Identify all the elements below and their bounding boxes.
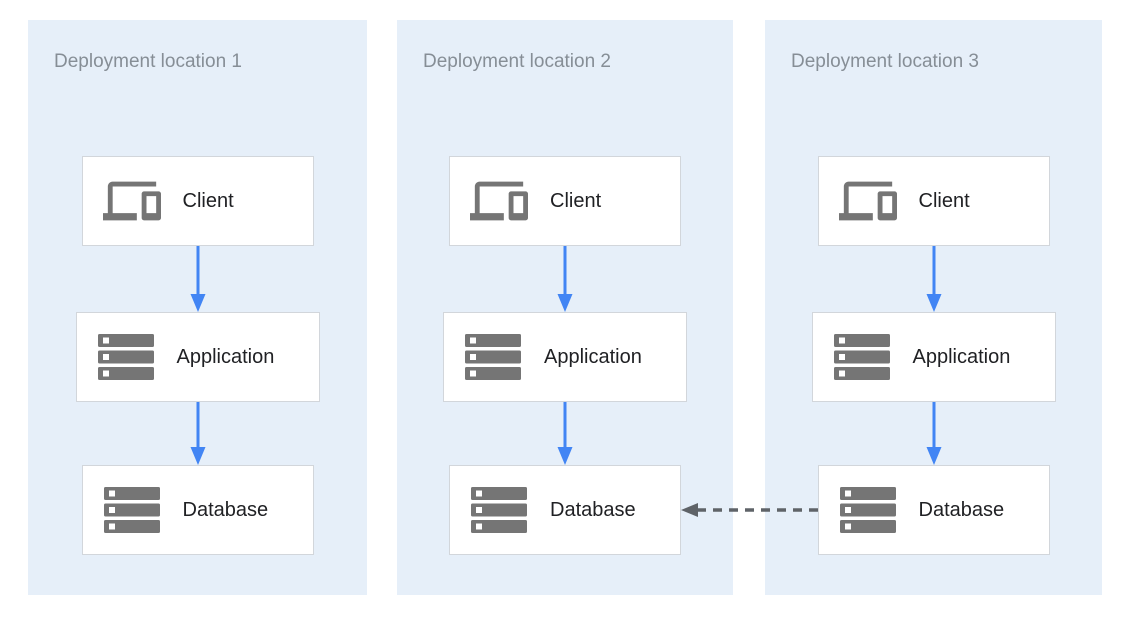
server-stack-icon	[832, 329, 892, 385]
node-label: Application	[176, 345, 275, 368]
node-label: Application	[912, 345, 1011, 368]
arrow-application-to-database	[190, 402, 205, 465]
panel-title: Deployment location 1	[54, 51, 242, 72]
arrow-application-to-database	[926, 402, 941, 465]
server-stack-icon	[838, 482, 898, 538]
database-node: Database	[817, 465, 1050, 555]
arrow-client-to-application	[926, 246, 941, 312]
node-label: Application	[544, 345, 642, 368]
server-stack-icon	[469, 482, 529, 538]
deployment-panel-3: Deployment location 3 Client Application	[765, 20, 1102, 595]
node-label: Database	[550, 498, 636, 521]
arrow-application-to-database	[557, 402, 573, 465]
node-label: Database	[918, 498, 1005, 521]
client-node: Client	[817, 156, 1050, 246]
arrow-client-to-application	[557, 246, 573, 312]
node-label: Client	[918, 189, 970, 212]
node-label: Database	[182, 498, 269, 521]
server-stack-icon	[463, 329, 523, 385]
application-node: Application	[443, 312, 687, 402]
node-label: Client	[182, 189, 234, 212]
deployment-panel-1: Deployment location 1 Client Application	[28, 20, 367, 595]
application-node: Application	[75, 312, 320, 402]
deployment-panel-2: Deployment location 2 Client Application	[397, 20, 733, 595]
database-node: Database	[81, 465, 314, 555]
devices-icon	[838, 173, 898, 229]
arrow-database3-to-database2	[681, 503, 818, 517]
application-node: Application	[811, 312, 1056, 402]
client-node: Client	[81, 156, 314, 246]
devices-icon	[102, 173, 162, 229]
panel-title: Deployment location 2	[423, 51, 611, 72]
arrow-client-to-application	[190, 246, 205, 312]
panel-title: Deployment location 3	[791, 51, 979, 72]
server-stack-icon	[102, 482, 162, 538]
devices-icon	[469, 173, 529, 229]
database-node: Database	[449, 465, 681, 555]
client-node: Client	[449, 156, 681, 246]
node-label: Client	[550, 189, 602, 212]
server-stack-icon	[96, 329, 156, 385]
